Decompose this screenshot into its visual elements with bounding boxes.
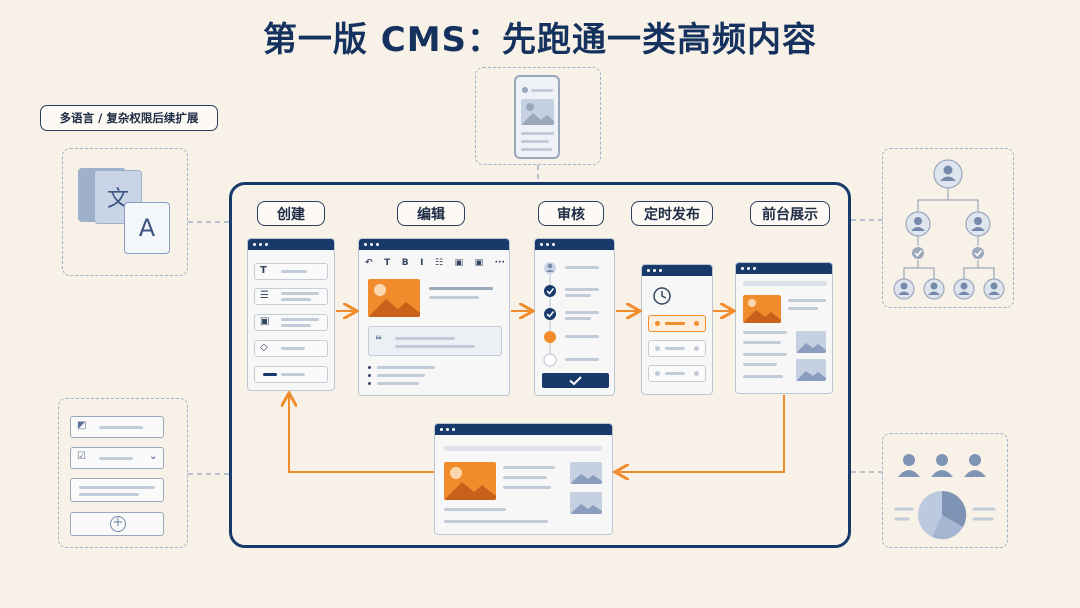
workflow-container: [229, 182, 851, 548]
step-frontend-label: 前台展示: [762, 206, 818, 223]
translate-icon: 文 A: [78, 168, 172, 258]
translate-target-glyph: A: [124, 202, 170, 254]
form-builder-icon: ◩ ☑⌄ +: [70, 416, 164, 538]
form-builder-panel: [58, 398, 188, 548]
step-review: 审核: [538, 201, 604, 226]
org-permission-icon: [893, 159, 1005, 300]
analytics-icon: [894, 454, 996, 540]
review-window: [534, 238, 615, 396]
preview-window: [434, 423, 613, 535]
step-schedule: 定时发布: [631, 201, 713, 226]
schedule-window: [641, 264, 713, 395]
approve-button[interactable]: [542, 373, 609, 388]
mobile-preview-panel: [475, 67, 601, 165]
check-icon: [569, 376, 582, 386]
step-review-label: 审核: [557, 206, 585, 223]
create-window: T ☰ ▣ ◇: [247, 238, 335, 391]
mobile-preview-icon: [514, 75, 560, 159]
future-extension-note-label: 多语言 / 复杂权限后续扩展: [59, 111, 199, 125]
step-create-label: 创建: [277, 206, 305, 223]
step-schedule-label: 定时发布: [644, 206, 700, 223]
permission-panel: [882, 148, 1014, 308]
step-create: 创建: [257, 201, 325, 226]
step-edit-label: 编辑: [417, 206, 445, 223]
future-extension-note: 多语言 / 复杂权限后续扩展: [40, 105, 218, 131]
page-title: 第一版 CMS：先跑通一类高频内容: [262, 20, 818, 60]
multilingual-panel: [62, 148, 188, 276]
step-frontend: 前台展示: [750, 201, 830, 226]
clock-icon: [653, 287, 671, 305]
step-edit: 编辑: [397, 201, 465, 226]
frontend-window: [735, 262, 833, 394]
analytics-panel: [882, 433, 1008, 548]
